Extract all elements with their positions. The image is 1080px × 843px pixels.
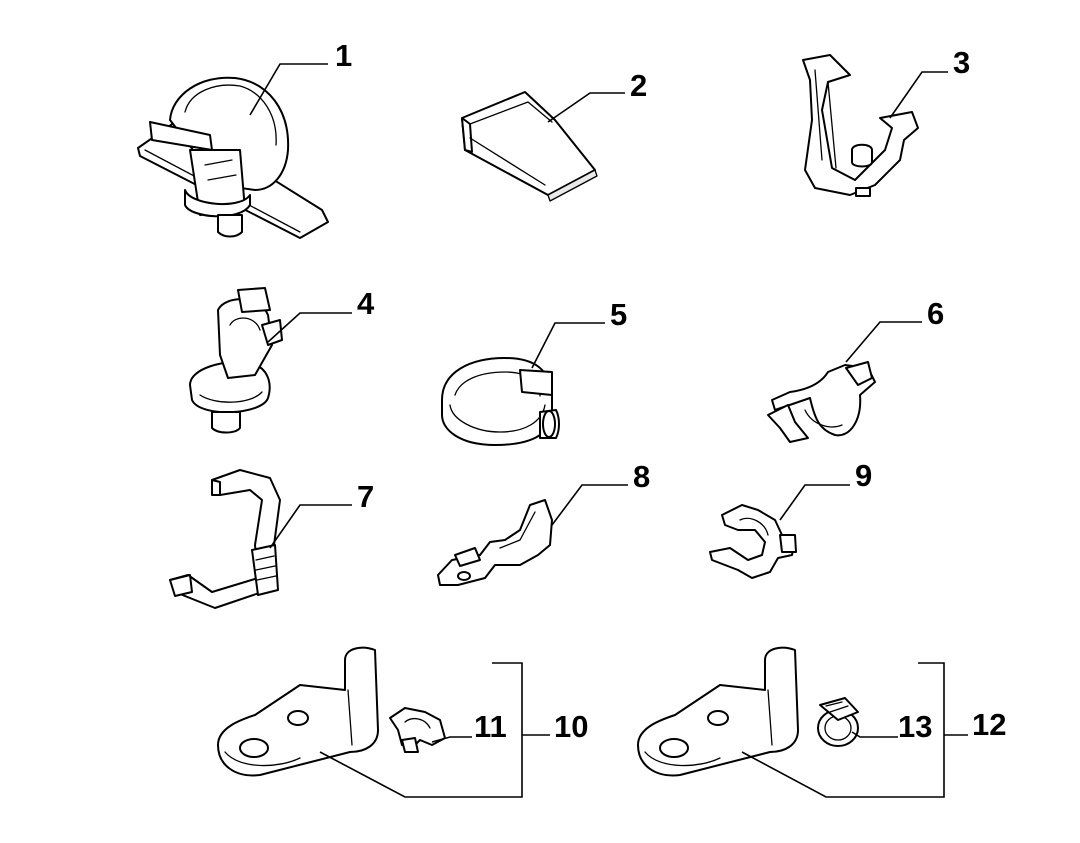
- leader-12: [741, 662, 945, 798]
- leader-13: [851, 731, 898, 738]
- callout-1: 1: [335, 38, 352, 73]
- leader-lines: [249, 63, 968, 798]
- callout-8: 8: [633, 459, 650, 494]
- leader-7: [269, 504, 352, 549]
- leader-5: [531, 322, 605, 369]
- leader-11: [431, 736, 472, 743]
- callout-12: 12: [972, 707, 1006, 742]
- callout-11: 11: [474, 709, 507, 744]
- callout-3: 3: [953, 45, 970, 80]
- part-1-cable-tie-clip: [137, 76, 329, 239]
- leader-8: [551, 484, 628, 526]
- callout-6: 6: [927, 296, 944, 331]
- callout-2: 2: [630, 68, 647, 103]
- part-13-hose-clamp: [817, 697, 859, 747]
- part-8-slot-bracket: [437, 499, 553, 586]
- part-2-angled-plate: [461, 91, 598, 202]
- part-12-l-bracket: [637, 646, 799, 777]
- callout-5: 5: [610, 297, 627, 332]
- callout-9: 9: [855, 458, 872, 493]
- part-5-rounded-box: [441, 357, 560, 446]
- part-7-hook-bracket: [169, 469, 281, 609]
- callout-10: 10: [554, 709, 588, 744]
- callout-numbers: 1 2 3 4 5 6 7 8 9 10 11 12 13: [335, 38, 1006, 744]
- leader-2: [547, 92, 625, 123]
- leader-1: [249, 63, 328, 116]
- part-9-small-double-clip: [709, 504, 797, 579]
- callout-7: 7: [357, 479, 374, 514]
- leader-9: [779, 484, 850, 521]
- leader-10: [319, 662, 523, 798]
- callout-13: 13: [898, 709, 932, 744]
- leader-6: [845, 321, 922, 363]
- callout-4: 4: [357, 286, 375, 321]
- leader-3: [889, 71, 948, 119]
- part-4-round-base-clip: [189, 287, 283, 434]
- part-6-double-clip: [767, 361, 876, 443]
- part-10-l-bracket: [217, 646, 379, 777]
- leader-4: [267, 312, 352, 343]
- part-11-small-clip: [389, 707, 446, 753]
- part-3-u-holder: [802, 54, 919, 197]
